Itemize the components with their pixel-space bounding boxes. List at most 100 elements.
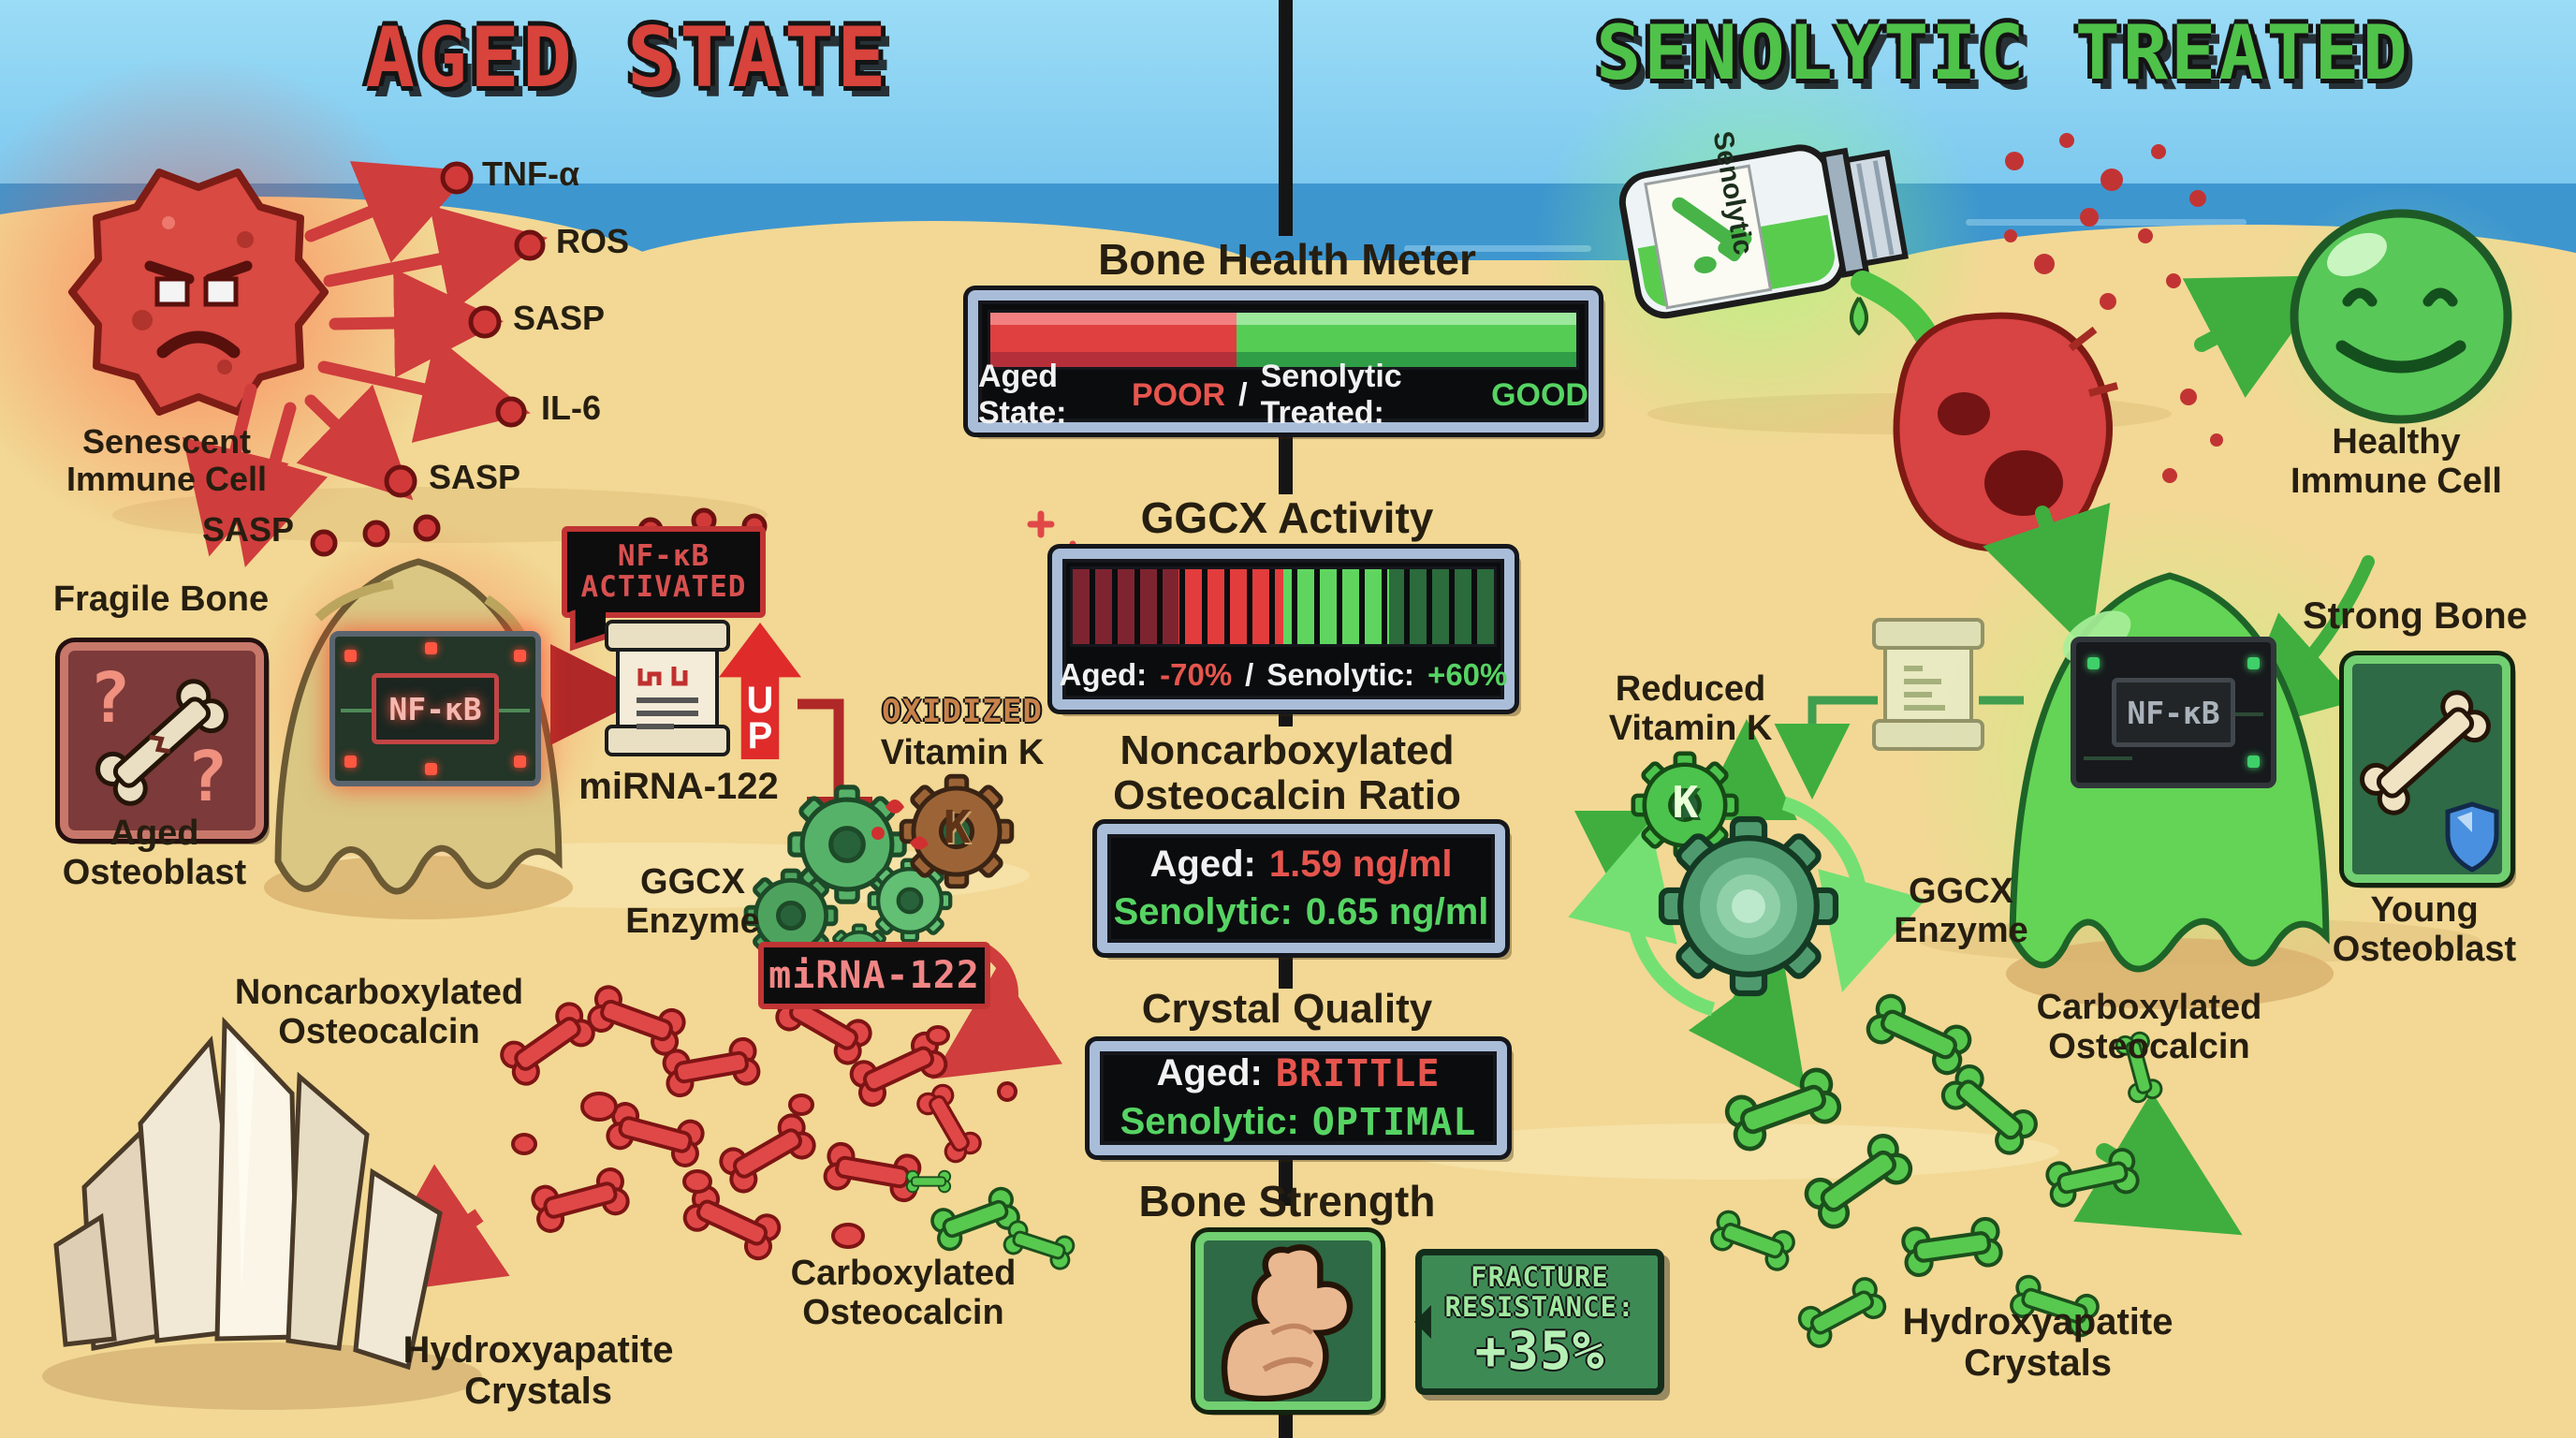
senescent-cell-label: Senescent Immune Cell (66, 422, 268, 498)
ratio-aged-line: Aged: 1.59 ng/ml (1107, 844, 1495, 886)
crystal-quality-panel: Aged: BRITTLE Senolytic: OPTIMAL (1090, 1041, 1507, 1155)
vitamin-k-label-aged: Vitamin K (880, 733, 1045, 772)
ggcx-treated-value: +60% (1427, 657, 1508, 692)
scroll-glyphs (1904, 666, 1945, 711)
vitamin-k-gear-letter-aged: K (944, 801, 972, 854)
circuit-node (514, 650, 526, 662)
crystal-aged-line: Aged: BRITTLE (1100, 1052, 1497, 1095)
ggcx-recycle-arcs (1568, 796, 1926, 1017)
ocean-ripple (1404, 245, 1591, 252)
ggcx-activity-bar (1070, 566, 1497, 647)
ocean-ripple (1966, 219, 2247, 226)
vitamin-k-gear-letter-treated: K (1672, 777, 1700, 828)
reduced-vitamin-k-label: Reduced Vitamin K (1608, 669, 1773, 748)
cytokine-label-sasp3: SASP (202, 510, 295, 549)
cell-destruction-fragments (2004, 133, 2223, 483)
senescent-immune-cell (68, 169, 329, 416)
osteocalcin-ratio-title: Noncarboxylated Osteocalcin Ratio (1113, 727, 1461, 819)
mirna-scroll-icon-treated (1872, 618, 1984, 751)
nfkb-circuit-board-aged: NF-κB (329, 631, 541, 786)
cytokine-label-il6: IL-6 (541, 389, 602, 427)
strong-bone-panel (2344, 655, 2510, 883)
ggcx-treated-label: Senolytic: (1266, 657, 1415, 692)
aged-state-title: AGED STATE (365, 9, 889, 106)
fragile-bone-label: Fragile Bone (52, 580, 270, 619)
carboxylated-label-treated: Carboxylated Osteocalcin (2036, 988, 2262, 1066)
aged-osteoblast-label: Aged Osteoblast (62, 814, 247, 892)
treated-caption-label: Senolytic Treated: (1260, 359, 1402, 431)
crystal-aged-label: Aged: (1156, 1052, 1263, 1093)
hydroxyapatite-label-treated: Hydroxyapatite Crystals (1902, 1301, 2174, 1384)
circuit-node (425, 763, 437, 775)
crystal-treated-label: Senolytic: (1120, 1101, 1299, 1142)
cytokine-label-ros: ROS (556, 222, 630, 260)
divider (1279, 1157, 1293, 1206)
circuit-trace (492, 709, 530, 712)
osteocalcin-ratio-panel: Aged: 1.59 ng/ml Senolytic: 0.65 ng/ml (1097, 824, 1505, 953)
young-osteoblast-label: Young Osteoblast (2332, 890, 2517, 969)
scroll-body (616, 637, 719, 740)
circuit-node (2247, 657, 2260, 669)
circuit-node (344, 756, 357, 768)
bone-health-meter-title: Bone Health Meter (1098, 235, 1476, 284)
ggcx-aged-label: Aged: (1059, 657, 1148, 692)
fracture-line2: RESISTANCE: (1444, 1291, 1635, 1324)
strong-bone-label: Strong Bone (2303, 595, 2527, 637)
circuit-trace (341, 709, 378, 712)
nfkb-activated-line2: ACTIVATED (580, 570, 747, 604)
ggcx-segment-gaps (1073, 569, 1494, 644)
senolytic-vial (1618, 144, 1909, 319)
treated-caption-value: GOOD (1491, 376, 1588, 413)
noncarboxylated-osteocalcin-fragments (495, 980, 1017, 1265)
ggcx-caption: Aged: -70% / Senolytic: +60% (1059, 654, 1508, 696)
circuit-node (425, 642, 437, 654)
up-arrow-text: UP (746, 680, 774, 757)
mirna-tag-arrow (931, 941, 1063, 1079)
bone-strength-panel (1195, 1232, 1381, 1410)
strong-bone-icon (2360, 690, 2499, 873)
fracture-value: +35% (1474, 1321, 1605, 1383)
crystal-treated-value: OPTIMAL (1311, 1101, 1477, 1144)
aged-state-caption-label: Aged State: (978, 359, 1067, 431)
ratio-treated-line: Senolytic: 0.65 ng/ml (1107, 891, 1495, 933)
carboxylated-label-aged: Carboxylated Osteocalcin (790, 1254, 1017, 1332)
bone-health-caption: Aged State: POOR / Senolytic Treated: GO… (978, 359, 1588, 431)
divider (1279, 944, 1293, 989)
nfkb-circuit-board-treated: NF-κB (2071, 637, 2276, 788)
crystal-treated-line: Senolytic: OPTIMAL (1100, 1101, 1497, 1144)
hydroxyapatite-crystals-aged (42, 1016, 482, 1410)
caption-separator: / (1238, 376, 1248, 413)
fracture-resistance-bubble: FRACTURE RESISTANCE: +35% (1414, 1249, 1664, 1395)
ratio-aged-label: Aged: (1149, 844, 1256, 885)
question-mark-icon: ? (186, 737, 229, 817)
healthy-cell-label: Healthy Immune Cell (2291, 422, 2502, 501)
circuit-trace (2084, 756, 2132, 760)
nfkb-chip-treated: NF-κB (2112, 678, 2235, 747)
ggcx-enzyme-gear-treated (1661, 819, 1836, 993)
bone-health-meter: Aged State: POOR / Senolytic Treated: GO… (968, 290, 1599, 433)
cytokine-label-sasp1: SASP (513, 299, 606, 337)
flexed-biceps-icon (1221, 1244, 1354, 1401)
ratio-aged-value: 1.59 ng/ml (1268, 844, 1453, 885)
ggcx-activity-meter: Aged: -70% / Senolytic: +60% (1052, 549, 1515, 710)
bone-health-bar (988, 310, 1579, 370)
scroll-roller (1872, 618, 1984, 650)
ggcx-activity-title: GGCX Activity (1140, 493, 1434, 542)
circuit-node (514, 756, 526, 768)
crystal-quality-title: Crystal Quality (1141, 986, 1433, 1032)
scroll-glyphs (637, 667, 698, 729)
bone-strength-title: Bone Strength (1138, 1177, 1436, 1225)
ratio-treated-label: Senolytic: (1113, 891, 1293, 932)
hydroxyapatite-label-aged: Hydroxyapatite Crystals (402, 1329, 674, 1412)
fragile-bone-panel: ? ? (60, 642, 264, 839)
bone-health-bar-treated (1236, 313, 1576, 367)
senolytic-droplet (1850, 296, 1868, 336)
ggcx-enzyme-label-treated: GGCX Enzyme (1894, 872, 2028, 950)
circuit-node (2087, 657, 2100, 669)
aged-state-caption-value: POOR (1131, 376, 1226, 413)
question-mark-icon: ? (89, 658, 132, 739)
oxidized-label: OXIDIZED (882, 693, 1043, 730)
scroll-connectors (1774, 696, 2024, 800)
mirna-label: miRNA-122 (578, 766, 779, 807)
